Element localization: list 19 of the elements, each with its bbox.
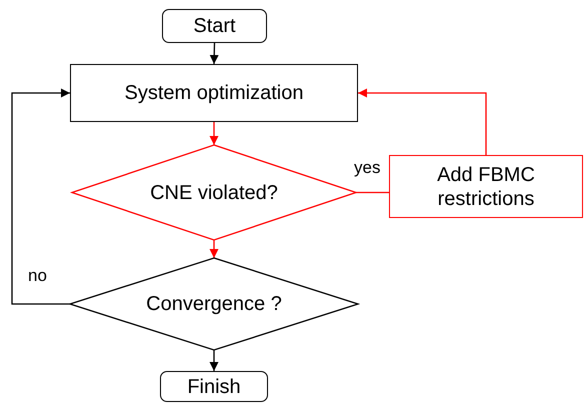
connector-line: [356, 192, 389, 194]
process-box: [70, 64, 358, 122]
node-label: System optimization: [124, 81, 304, 105]
arrow: [210, 350, 218, 371]
terminal-box: [160, 371, 268, 402]
node-label: Finish: [187, 374, 241, 398]
terminal-box: [162, 9, 267, 43]
node-label: Start: [193, 14, 236, 38]
decision-diamond: [70, 258, 358, 350]
arrow: [210, 42, 219, 64]
decision-diamond: [72, 145, 356, 240]
arrow: [210, 240, 218, 258]
process-box: [389, 155, 583, 218]
node-label: CNE violated?: [150, 180, 278, 204]
node-label: Convergence ?: [146, 292, 282, 316]
node-label: Add FBMC restrictions: [436, 162, 536, 210]
arrow: [210, 122, 218, 145]
arrow: [11, 88, 70, 305]
arrow: [358, 88, 487, 155]
